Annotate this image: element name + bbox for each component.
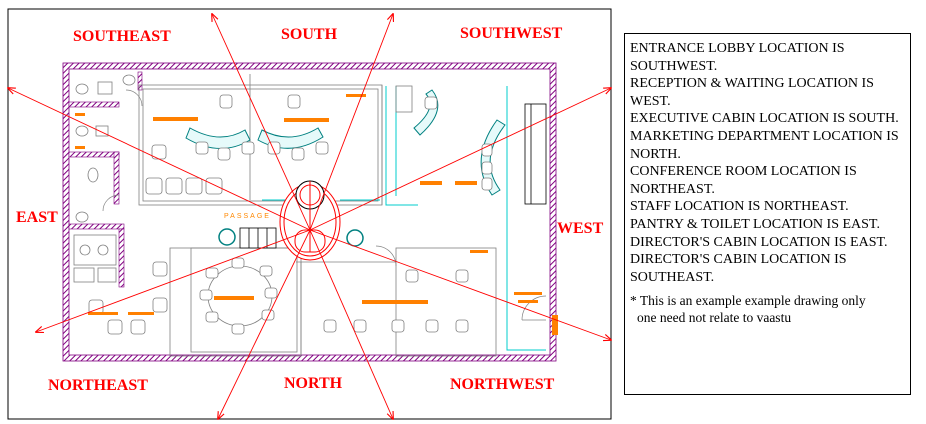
direction-southwest: SOUTHWEST [460, 25, 563, 42]
legend-line: PANTRY & TOILET LOCATION IS EAST. [630, 216, 880, 232]
passage-label: PASSAGE [224, 213, 271, 220]
reception-desks [185, 89, 506, 196]
building-outer-walls [62, 62, 557, 362]
direction-rays [8, 14, 611, 419]
direction-northeast: NORTHEAST [48, 377, 148, 394]
legend-line: RECEPTION & WAITING LOCATION IS WEST. [630, 76, 874, 109]
legend-line: ENTRANCE LOBBY LOCATION IS SOUTHWEST. [630, 41, 845, 74]
direction-west: WEST [557, 220, 604, 237]
toilet-pantry-walls [68, 71, 143, 288]
partitions [138, 74, 497, 357]
legend-line: STAFF LOCATION IS NORTHEAST. [630, 199, 849, 215]
drawing-frame [7, 8, 612, 420]
lobby-emblem [279, 180, 341, 261]
legend-line: EXECUTIVE CABIN LOCATION IS SOUTH. [630, 111, 899, 127]
legend-line: MARKETING DEPARTMENT LOCATION IS NORTH. [630, 128, 899, 162]
disclaimer-note: * This is an example example drawing onl… [630, 292, 906, 326]
legend-line: DIRECTOR'S CABIN LOCATION IS SOUTHEAST. [630, 252, 847, 285]
legend-line: DIRECTOR'S CABIN LOCATION IS EAST. [630, 234, 888, 250]
legend-box: ENTRANCE LOBBY LOCATION IS SOUTHWEST. RE… [624, 33, 911, 395]
staff-chairs [323, 269, 469, 333]
note-line-1: * This is an example example drawing onl… [630, 293, 866, 309]
legend-line: CONFERENCE ROOM LOCATION IS NORTHEAST. [630, 164, 857, 197]
chairs [88, 94, 493, 335]
note-line-2: one need not relate to vaastu [637, 310, 792, 326]
direction-northwest: NORTHWEST [450, 376, 555, 393]
furniture-desks [75, 94, 558, 335]
direction-east: EAST [16, 209, 58, 226]
plant-pots [218, 228, 364, 247]
door-arcs [102, 89, 547, 321]
sofa-cabinet [395, 85, 547, 205]
toilet-fixtures [73, 74, 136, 283]
direction-southeast: SOUTHEAST [73, 28, 171, 45]
staircase [239, 227, 277, 249]
direction-north: NORTH [284, 375, 343, 392]
direction-south: SOUTH [281, 26, 338, 43]
legend-lines: ENTRANCE LOBBY LOCATION IS SOUTHWEST. RE… [630, 40, 906, 286]
